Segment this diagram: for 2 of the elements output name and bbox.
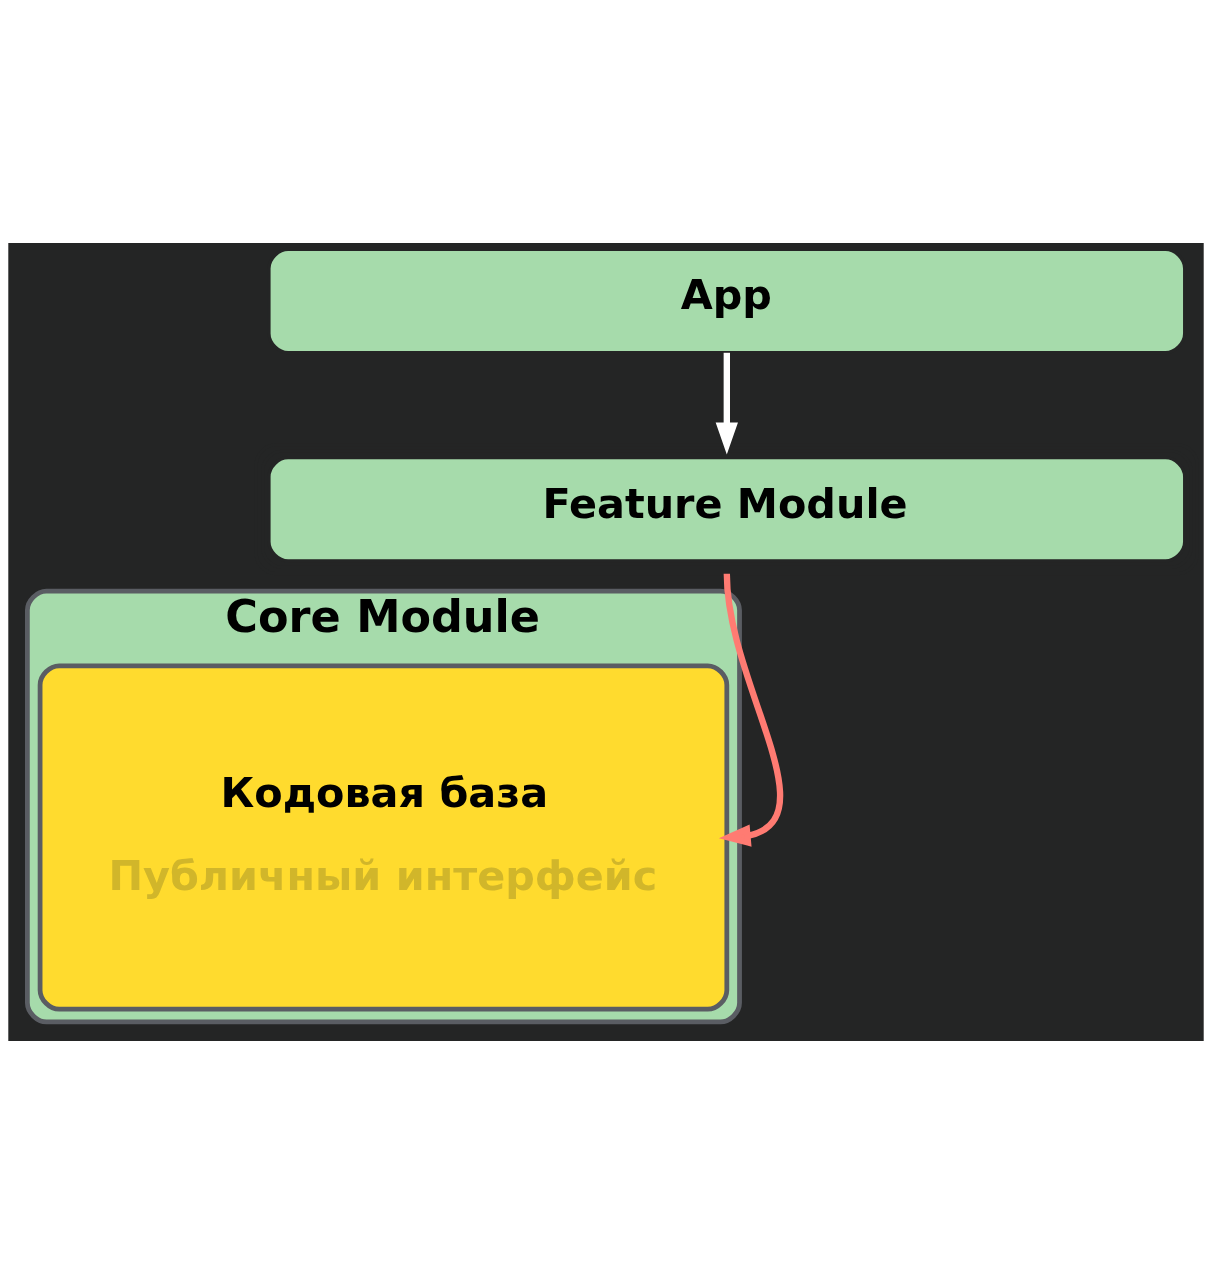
arrow — [715, 352, 738, 454]
arrow — [718, 572, 783, 847]
